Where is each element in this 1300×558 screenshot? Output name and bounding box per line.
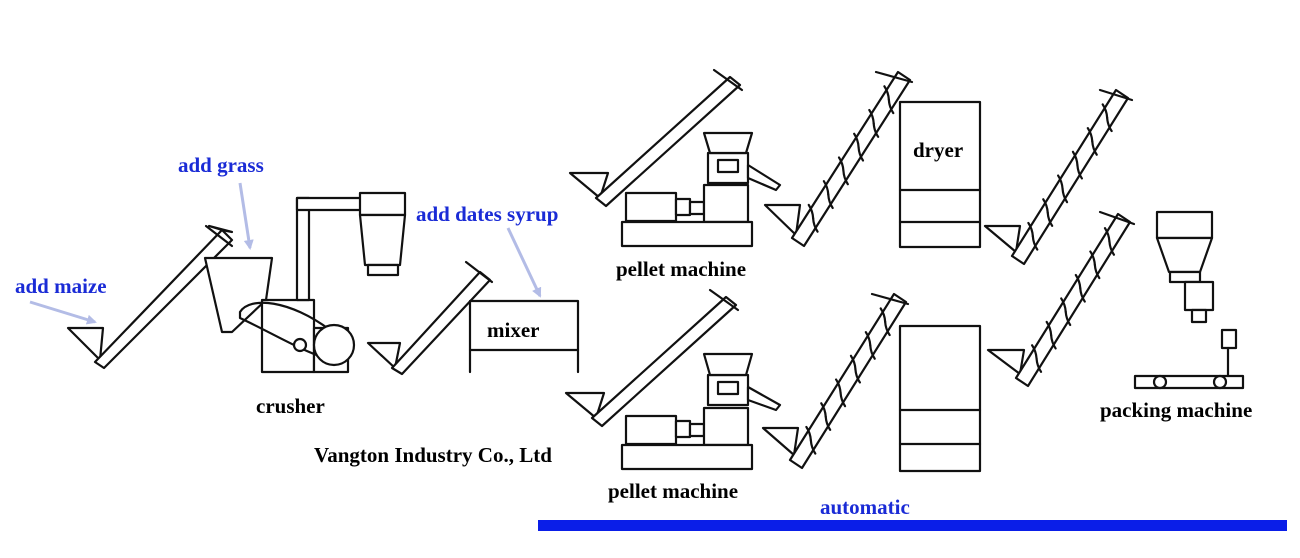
screw-flight: [839, 391, 847, 408]
screw-flight: [1064, 310, 1072, 327]
screw-flight: [849, 354, 857, 371]
automatic-line-bar: [538, 520, 1287, 531]
crusher-label: crusher: [256, 394, 325, 418]
screw-flight: [837, 156, 845, 172]
screw-flight: [1060, 297, 1067, 313]
screw-flight: [883, 85, 890, 101]
screw-flight: [884, 320, 891, 337]
screw-flight: [1071, 150, 1079, 167]
add-dates-syrup-arrow: [506, 227, 542, 298]
mixer-box: [468, 299, 580, 374]
add-maize-arrow: [29, 300, 97, 325]
screw-flight: [1057, 174, 1064, 190]
screw-flight: [824, 415, 832, 431]
screw-flight: [1030, 344, 1038, 360]
add-grass-arrow: [238, 182, 254, 250]
screw-elevator-bottom-2: [986, 210, 1136, 388]
screw-flight: [809, 439, 817, 455]
screw-flight: [842, 169, 849, 186]
screw-flight: [864, 331, 872, 347]
pellet-machine-top-label: pellet machine: [616, 257, 747, 281]
packing-machine-label: packing machine: [1100, 398, 1253, 422]
screw-elevator-top-2: [983, 88, 1134, 266]
screw-flight: [1089, 250, 1096, 266]
screw-flight: [854, 368, 862, 384]
screw-elevator-bottom-1: [761, 292, 910, 470]
mixer-conveyor: [366, 260, 494, 376]
screw-flight: [857, 146, 865, 162]
screw-flight: [805, 425, 812, 442]
add-dates-syrup-label: add dates syrup: [416, 202, 559, 226]
screw-flight: [1103, 227, 1111, 243]
dryer-label: dryer: [913, 138, 964, 162]
screw-flight: [1061, 187, 1069, 204]
screw-elevator-top-1: [763, 70, 914, 248]
company-label: Vangton Industry Co., Ltd: [314, 443, 552, 467]
screw-flight: [868, 108, 875, 125]
maize-conveyor: [66, 224, 234, 370]
screw-flight: [853, 132, 860, 149]
screw-flight: [1046, 211, 1054, 227]
automatic-label: automatic: [820, 495, 910, 519]
dryer-box-bottom: [898, 324, 982, 473]
pellet-line-bottom: [564, 288, 782, 471]
packing-machine-unit: [1133, 210, 1245, 390]
screw-flight: [1042, 198, 1049, 214]
screw-flight: [1031, 235, 1039, 251]
mixer-label: mixer: [487, 318, 540, 342]
screw-flight: [1045, 320, 1053, 337]
pellet-machine-bottom-label: pellet machine: [608, 479, 739, 503]
screw-flight: [1035, 357, 1043, 373]
screw-flight: [1093, 263, 1101, 280]
screw-flight: [1050, 334, 1057, 350]
add-grass-label: add grass: [178, 153, 264, 177]
screw-flight: [869, 344, 876, 360]
screw-flight: [820, 402, 827, 418]
screw-flight: [1086, 127, 1094, 143]
screw-flight: [879, 307, 887, 323]
screw-flight: [827, 193, 834, 210]
screw-flight: [1108, 240, 1116, 256]
screw-flight: [1027, 221, 1034, 238]
crusher-machine: [203, 191, 407, 374]
screw-flight: [1091, 140, 1098, 156]
add-maize-label: add maize: [15, 274, 107, 298]
screw-flight: [1076, 164, 1083, 180]
screw-flight: [1074, 273, 1082, 290]
screw-flight: [822, 180, 830, 196]
screw-flight: [1101, 103, 1109, 119]
screw-flight: [1079, 287, 1086, 303]
screw-flight: [872, 122, 880, 138]
screw-flight: [887, 98, 895, 115]
screw-flight: [812, 217, 819, 233]
screw-flight: [1106, 116, 1113, 133]
screw-flight: [807, 203, 815, 220]
pellet-line-top: [568, 68, 782, 248]
dryer-box: [898, 100, 982, 249]
screw-flight: [834, 378, 842, 394]
